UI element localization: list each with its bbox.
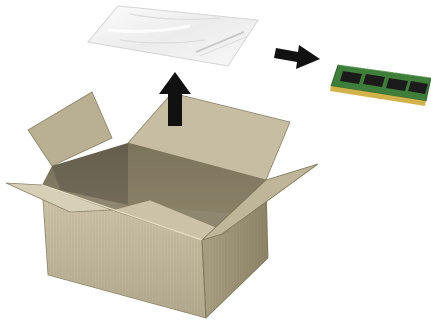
- anti-static-bag: [88, 6, 258, 66]
- arrow-right-icon: [274, 45, 320, 69]
- shipping-box: [6, 92, 318, 318]
- memory-module: [330, 65, 431, 106]
